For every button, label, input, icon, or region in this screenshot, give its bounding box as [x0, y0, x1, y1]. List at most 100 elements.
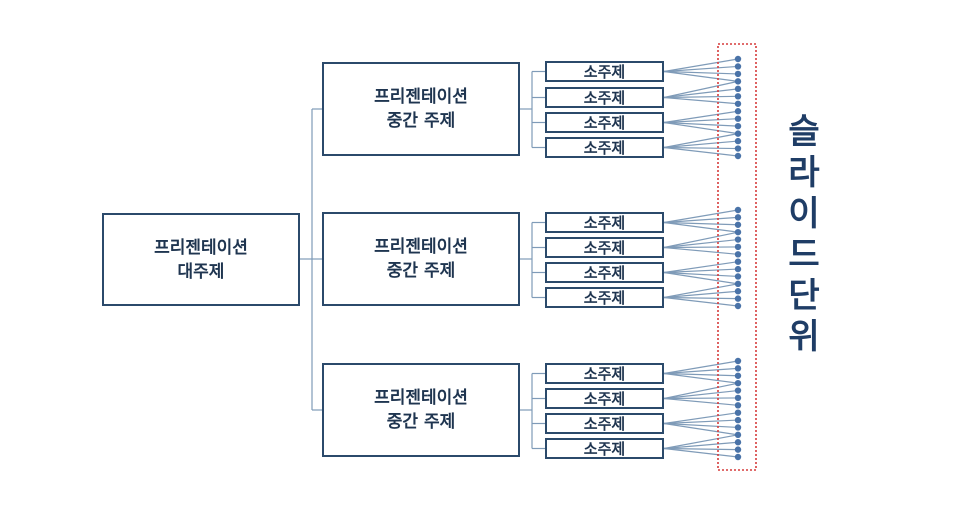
slide-dot — [734, 152, 742, 160]
sub-topic-box: 소주제 — [545, 388, 664, 409]
sub-topic-label: 소주제 — [583, 88, 626, 107]
main-topic-line1: 프리젠테이션 — [154, 237, 248, 258]
slide-dot — [734, 55, 742, 63]
mid-topic-line2: 중간 주제 — [386, 261, 456, 281]
slide-fan-line — [663, 146, 739, 150]
sub-topic-box: 소주제 — [545, 287, 664, 308]
sub-topic-box: 소주제 — [545, 438, 664, 459]
slide-fan-line — [663, 283, 739, 299]
slide-dot — [734, 424, 742, 431]
sub-topic-label: 소주제 — [583, 439, 626, 458]
sub-topic-box: 소주제 — [545, 212, 664, 233]
slide-dot — [734, 302, 742, 310]
slide-fan-line — [663, 209, 739, 224]
slide-dot — [734, 93, 742, 100]
slide-unit-char: 드 — [788, 235, 820, 275]
slide-fan-line — [663, 389, 739, 400]
slide-unit-char: 라 — [788, 153, 820, 193]
slide-fan-line — [663, 221, 739, 226]
slide-dot — [734, 115, 742, 122]
slide-fan-line — [663, 447, 739, 451]
slide-fan-line — [663, 88, 739, 99]
slide-dot — [734, 280, 742, 288]
slide-dot — [734, 453, 742, 461]
slide-dot — [734, 130, 742, 137]
slide-dot — [734, 357, 742, 365]
slide-fan-line — [663, 221, 739, 233]
slide-fan-line — [663, 268, 739, 274]
mid-topic-box-1: 프리젠테이션 중간 주제 — [322, 62, 520, 156]
sub-topic-box: 소주제 — [545, 363, 664, 384]
slide-fan-line — [663, 296, 739, 300]
slide-unit-char: 위 — [788, 317, 820, 357]
main-topic-box: 프리젠테이션 대주제 — [102, 213, 300, 306]
sub-topic-label: 소주제 — [583, 389, 626, 408]
slide-dot — [734, 243, 742, 251]
slide-unit-char: 이 — [788, 194, 820, 234]
slide-fan-line — [663, 397, 739, 406]
sub-topic-box: 소주제 — [545, 262, 664, 283]
slide-fan-line — [663, 70, 739, 82]
slide-fan-line — [663, 367, 739, 375]
slide-fan-line — [663, 360, 739, 375]
slide-fan-line — [663, 140, 739, 149]
sub-topic-label: 소주제 — [583, 364, 626, 383]
slide-fan-line — [663, 238, 739, 249]
mid-topic-line2: 중간 주제 — [386, 412, 456, 432]
sub-topic-box: 소주제 — [545, 413, 664, 434]
slide-dot — [734, 273, 742, 280]
slide-fan-line — [663, 95, 739, 99]
slide-dot — [734, 409, 742, 416]
slide-dot — [734, 295, 742, 302]
slide-fan-line — [663, 118, 739, 124]
slide-dot — [734, 70, 742, 78]
slide-dot — [734, 206, 742, 214]
slide-unit-char: 단 — [788, 276, 820, 316]
slide-fan-line — [663, 58, 739, 73]
slide-fan-line — [663, 146, 739, 157]
slide-dot — [734, 78, 742, 85]
slide-fan-line — [663, 382, 739, 400]
slide-dot — [734, 258, 742, 265]
sub-topic-box: 소주제 — [545, 61, 664, 82]
sub-topic-box: 소주제 — [545, 112, 664, 133]
slide-dot — [734, 416, 742, 424]
slide-fan-line — [663, 121, 739, 127]
sub-topic-box: 소주제 — [545, 237, 664, 258]
slide-dot — [734, 108, 742, 115]
sub-topic-label: 소주제 — [583, 414, 626, 433]
slide-fan-line — [663, 246, 739, 255]
slide-dot — [734, 122, 742, 130]
slide-fan-line — [663, 133, 739, 149]
slide-fan-line — [663, 231, 739, 249]
sub-topic-label: 소주제 — [583, 238, 626, 257]
slide-dot — [734, 431, 742, 439]
slide-dot — [734, 394, 742, 402]
slide-fan-line — [663, 441, 739, 450]
slide-dot — [734, 402, 742, 409]
sub-topic-box: 소주제 — [545, 87, 664, 108]
slide-unit-label: 슬 라 이 드 단 위 — [782, 112, 826, 358]
sub-topic-label: 소주제 — [583, 138, 626, 157]
slide-dot — [734, 100, 742, 107]
slide-dot — [734, 372, 742, 379]
sub-topic-box: 소주제 — [545, 137, 664, 158]
mid-topic-line1: 프리젠테이션 — [374, 388, 468, 408]
mid-topic-box-3: 프리젠테이션 중간 주제 — [322, 363, 520, 457]
sub-topic-label: 소주제 — [583, 213, 626, 232]
slide-dot — [734, 145, 742, 152]
slide-dot — [734, 63, 742, 70]
slide-fan-line — [663, 216, 739, 224]
slide-dot — [734, 221, 742, 228]
mid-topic-line1: 프리젠테이션 — [374, 237, 468, 257]
slide-fan-line — [663, 65, 739, 73]
slide-dot — [734, 85, 742, 93]
slide-dot — [734, 439, 742, 446]
slide-fan-line — [663, 121, 739, 135]
slide-fan-line — [663, 290, 739, 299]
slide-dot — [734, 288, 742, 295]
slide-dot — [734, 236, 742, 243]
slide-fan-line — [663, 96, 739, 105]
slide-fan-line — [663, 397, 739, 400]
